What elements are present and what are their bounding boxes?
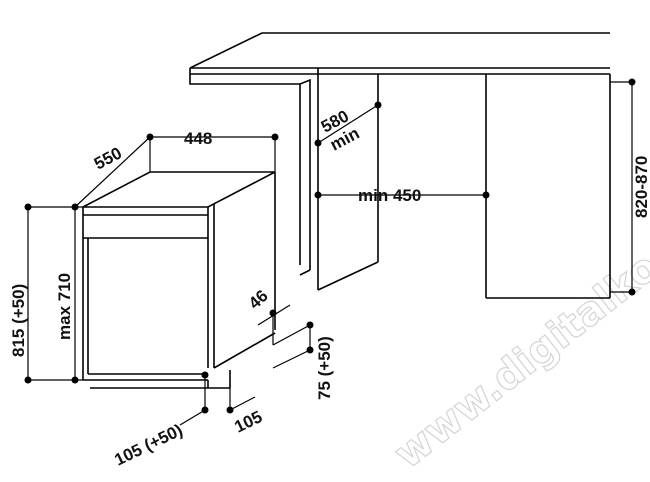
label-niche-width: min 450 [358,186,421,205]
cabinet-niche [189,74,611,299]
dimension-labels: 550 448 580 min min 450 820-870 815 (+50… [9,106,650,469]
dishwasher [82,171,276,389]
dimension-lines [27,81,633,426]
label-door-gap: 46 [245,286,272,313]
label-top-depth: 550 [91,143,125,173]
countertop [189,32,610,75]
label-plinth-height: 75 (+50) [315,336,334,400]
label-plinth-depth-right: 105 [231,407,265,437]
label-plinth-depth-left: 105 (+50) [111,420,185,469]
dimension-dots [24,78,636,414]
label-niche-height: 820-870 [632,156,650,218]
label-appliance-height: 815 (+50) [9,284,28,357]
label-door-height: max 710 [55,273,74,340]
label-top-width: 448 [184,129,212,148]
